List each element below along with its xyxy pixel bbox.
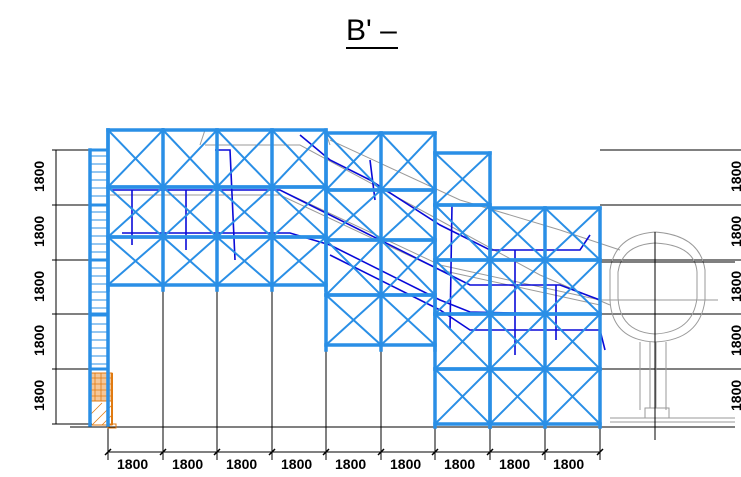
scaffold-brace <box>379 238 437 297</box>
bottom-dim-label: 1800 <box>444 456 475 472</box>
scaffold-brace <box>324 293 383 347</box>
orange-base-block <box>89 372 117 429</box>
left-dim-label: 1800 <box>31 325 47 356</box>
scaffold-brace <box>543 258 602 316</box>
right-dim-label: 1800 <box>728 325 741 356</box>
scaffold-brace <box>161 185 219 239</box>
left-dim-label: 1800 <box>31 271 47 302</box>
scaffold-brace <box>543 312 602 371</box>
left-dim-label: 1800 <box>31 216 47 247</box>
bottom-dim-label: 1800 <box>117 456 148 472</box>
right-dim-label: 1800 <box>728 216 741 247</box>
left-dim-label: 1800 <box>31 161 47 192</box>
scaffold-brace <box>488 312 547 371</box>
scaffold-brace <box>215 235 274 287</box>
scaffold-brace <box>161 128 219 189</box>
scaffold-brace <box>270 128 328 189</box>
scaffold-brace <box>433 312 492 371</box>
scaffold-brace <box>161 235 219 287</box>
drawing-title: B' – <box>346 14 398 49</box>
bottom-dim-label: 1800 <box>335 456 366 472</box>
scaffold-brace <box>488 258 547 316</box>
scaffold-brace <box>324 238 383 297</box>
bottom-dim-label: 1800 <box>499 456 530 472</box>
bottom-dim-label: 1800 <box>226 456 257 472</box>
scaffold-brace <box>215 185 274 239</box>
right-dim-label: 1800 <box>728 271 741 302</box>
bottom-dim-label: 1800 <box>172 456 203 472</box>
scaffold-brace <box>324 131 383 192</box>
bottom-dim-label: 1800 <box>281 456 312 472</box>
scaffold-brace <box>215 128 274 189</box>
scaffold-brace <box>379 131 437 192</box>
bottom-dim-label: 1800 <box>553 456 584 472</box>
scaffold-brace <box>543 206 602 262</box>
scaffold-brace <box>433 151 492 207</box>
scaffold-brace <box>270 185 328 239</box>
scaffold-brace <box>324 188 383 242</box>
title-text: B' – <box>346 14 397 47</box>
left-dim-label: 1800 <box>31 380 47 411</box>
right-dim-label: 1800 <box>728 161 741 192</box>
scaffold-brace <box>543 367 602 426</box>
scaffold-brace <box>488 367 547 426</box>
scaffold-brace <box>379 293 437 347</box>
scaffold-brace <box>433 258 492 316</box>
left-dimension-chain: 1800 1800 1800 1800 1800 <box>31 149 92 425</box>
scaffold-brace <box>488 206 547 262</box>
scaffold-brace <box>433 203 492 262</box>
scaffold-brace <box>106 235 165 287</box>
bottom-dimension-chain: 1800 1800 1800 1800 1800 1800 1800 1800 … <box>104 448 604 472</box>
scaffold-brace <box>433 367 492 426</box>
right-dimension-chain: 1800 1800 1800 1800 1800 <box>600 149 741 411</box>
scaffold-frame <box>88 128 602 429</box>
scaffold-brace <box>379 188 437 242</box>
scaffold-brace <box>270 235 328 287</box>
right-dim-label: 1800 <box>728 380 741 411</box>
scaffold-brace <box>106 185 165 239</box>
bottom-dim-label: 1800 <box>390 456 421 472</box>
scaffold-brace <box>106 128 165 189</box>
